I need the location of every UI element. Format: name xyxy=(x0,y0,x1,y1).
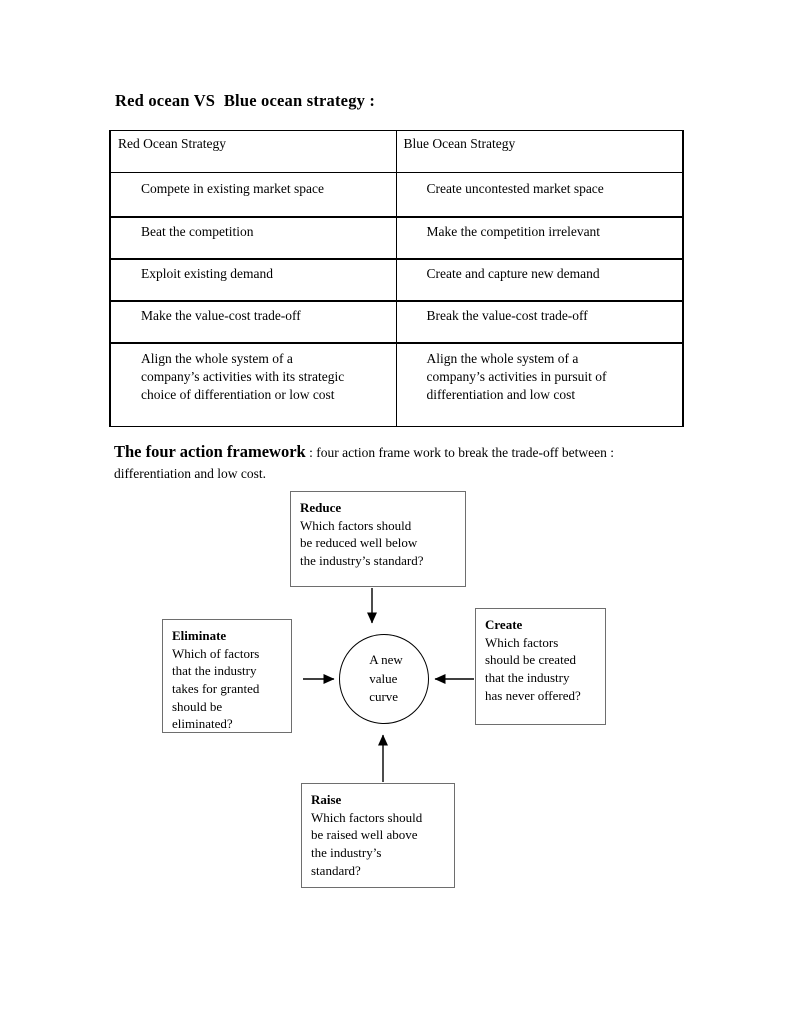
table-cell-blue: Break the value-cost trade-off xyxy=(395,300,684,344)
framework-description: : four action frame work to break the tr… xyxy=(114,445,614,481)
node-eliminate[interactable]: Eliminate Which of factors that the indu… xyxy=(162,619,292,733)
table-header-row: Red Ocean Strategy Blue Ocean Strategy xyxy=(109,130,684,173)
center-node-label: A new value curve xyxy=(369,652,403,705)
table-cell-blue: Make the competition irrelevant xyxy=(395,216,684,260)
table-cell-blue-text: Align the whole system of a company’s ac… xyxy=(426,351,607,403)
node-create-title: Create xyxy=(485,617,523,632)
table-header-red-ocean: Red Ocean Strategy xyxy=(109,130,397,173)
node-create[interactable]: Create Which factors should be created t… xyxy=(475,608,606,725)
table-row: Beat the competition Make the competitio… xyxy=(109,216,684,260)
node-raise[interactable]: Raise Which factors should be raised wel… xyxy=(301,783,455,888)
table-row: Compete in existing market space Create … xyxy=(109,172,684,218)
table-cell-red: Align the whole system of a company’s ac… xyxy=(109,342,397,427)
table-row: Align the whole system of a company’s ac… xyxy=(109,342,684,427)
center-node-new-value-curve[interactable]: A new value curve xyxy=(339,634,429,724)
table-cell-blue: Create uncontested market space xyxy=(395,172,684,218)
table-cell-red: Beat the competition xyxy=(109,216,397,260)
table-cell-red-text: Align the whole system of a company’s ac… xyxy=(141,351,345,403)
node-eliminate-title: Eliminate xyxy=(172,628,227,643)
node-raise-body: Which factors should be raised well abov… xyxy=(311,809,423,878)
red-blue-ocean-comparison-table: Red Ocean Strategy Blue Ocean Strategy C… xyxy=(109,130,684,427)
node-reduce-title: Reduce xyxy=(300,500,342,515)
page-title: Red ocean VS Blue ocean strategy : xyxy=(115,91,376,110)
framework-intro: The four action framework : four action … xyxy=(114,440,694,483)
table-cell-red: Make the value-cost trade-off xyxy=(109,300,397,344)
framework-heading: The four action framework xyxy=(114,442,306,461)
table-cell-blue: Align the whole system of a company’s ac… xyxy=(395,342,684,427)
node-reduce-body: Which factors should be reduced well bel… xyxy=(300,517,424,569)
node-reduce[interactable]: Reduce Which factors should be reduced w… xyxy=(290,491,466,587)
table-cell-blue: Create and capture new demand xyxy=(395,258,684,302)
node-create-body: Which factors should be created that the… xyxy=(485,634,581,703)
table-row: Exploit existing demand Create and captu… xyxy=(109,258,684,302)
table-row: Make the value-cost trade-off Break the … xyxy=(109,300,684,344)
node-raise-title: Raise xyxy=(311,792,342,807)
table-header-blue-ocean: Blue Ocean Strategy xyxy=(395,130,684,173)
node-eliminate-body: Which of factors that the industry takes… xyxy=(172,645,260,732)
